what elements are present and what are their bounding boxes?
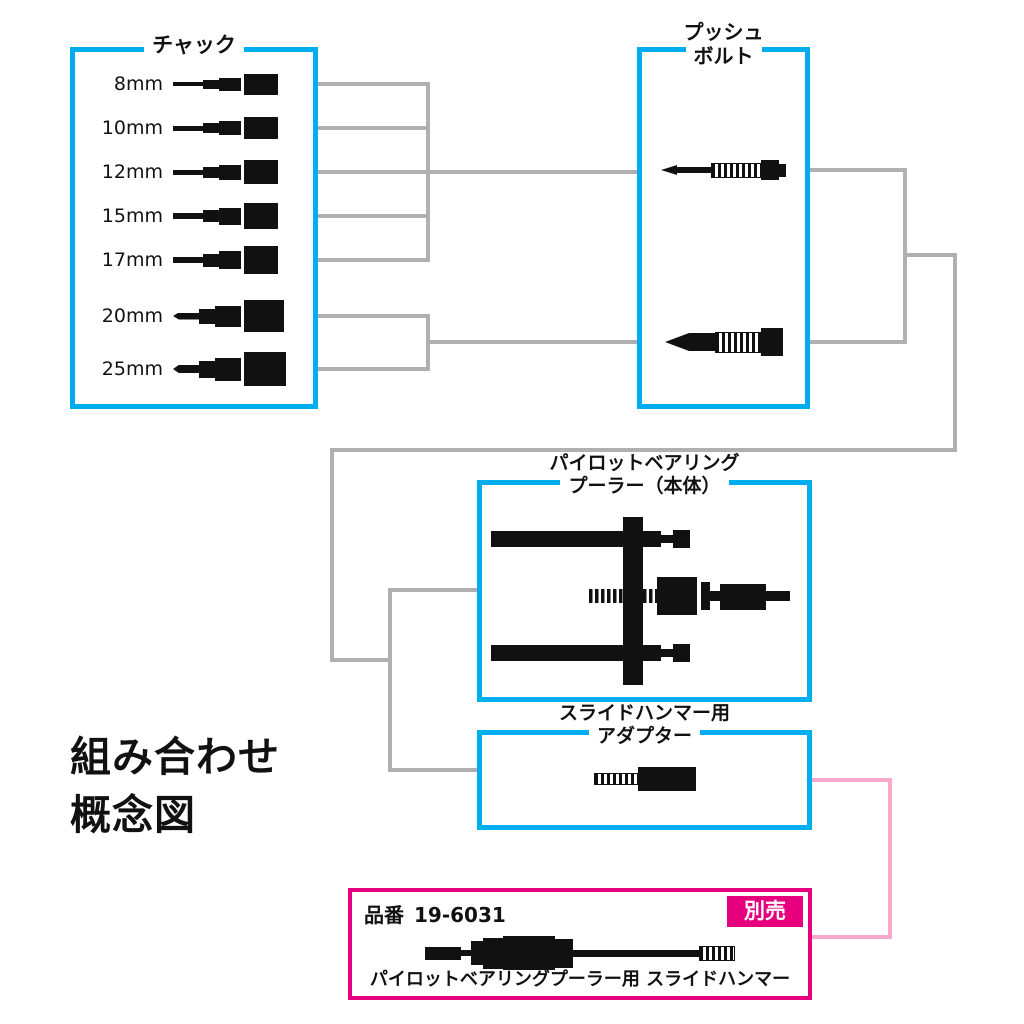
connector-line	[318, 170, 637, 174]
connector-line	[903, 253, 957, 257]
connector-line	[426, 340, 637, 344]
chuck-box: 8mm 10mm 12mm 15mm 17mm	[70, 47, 318, 409]
chuck-size-label: 12mm	[101, 161, 163, 183]
chuck-size-label: 20mm	[101, 305, 163, 327]
chuck-item: 25mm	[89, 349, 305, 389]
connector-line	[318, 214, 428, 218]
chuck-item: 8mm	[89, 66, 305, 102]
push-bolt-box-title: プッシュ ボルト	[637, 20, 810, 69]
chuck-20mm-illustration	[173, 300, 284, 332]
connector-line	[318, 82, 428, 86]
chuck-15mm-illustration	[173, 203, 278, 229]
chuck-item: 12mm	[89, 154, 305, 190]
connector-line	[330, 658, 392, 662]
chuck-size-label: 15mm	[101, 205, 163, 227]
chuck-item: 10mm	[89, 110, 305, 146]
chuck-12mm-illustration	[173, 160, 278, 184]
push-bolt-box	[637, 47, 810, 409]
connector-line	[330, 448, 957, 452]
adapter-illustration	[482, 767, 807, 791]
pink-connector-line	[888, 778, 892, 939]
part-number-label: 品番	[364, 903, 404, 927]
connector-line	[953, 253, 957, 452]
puller-box	[477, 480, 812, 702]
pink-connector-line	[812, 778, 892, 782]
chuck-box-title: チャック	[70, 33, 318, 59]
caption-line-2: 概念図	[70, 791, 196, 840]
push-bolt-large-illustration	[646, 319, 801, 365]
chuck-25mm-illustration	[173, 352, 286, 386]
connector-line	[330, 448, 334, 662]
connector-line	[388, 768, 477, 772]
chuck-item: 20mm	[89, 296, 305, 336]
connector-line	[318, 367, 428, 371]
connector-line	[426, 82, 430, 262]
connector-line	[388, 588, 477, 592]
chuck-size-label: 10mm	[101, 117, 163, 139]
sold-separately-box: 品番 19-6031 別売 パイロットベアリングプーラー用 スライドハンマー	[348, 888, 812, 1000]
puller-illustration	[491, 517, 790, 685]
puller-box-title: パイロットベアリング プーラー（本体）	[477, 452, 812, 499]
connector-line	[318, 258, 428, 262]
chuck-8mm-illustration	[173, 73, 278, 95]
connector-line	[388, 588, 392, 772]
connector-line	[318, 314, 428, 318]
sold-separately-badge: 別売	[727, 896, 803, 928]
chuck-item: 17mm	[89, 242, 305, 278]
connector-line	[318, 126, 428, 130]
connector-line	[810, 340, 907, 344]
chuck-17mm-illustration	[173, 246, 278, 274]
chuck-size-label: 17mm	[101, 249, 163, 271]
chuck-item: 15mm	[89, 198, 305, 234]
chuck-size-label: 8mm	[113, 73, 163, 95]
chuck-10mm-illustration	[173, 117, 278, 139]
product-name: パイロットベアリングプーラー用 スライドハンマー	[369, 969, 791, 990]
diagram-caption: 組み合わせ 概念図	[70, 728, 280, 844]
caption-line-1: 組み合わせ	[70, 733, 280, 781]
part-number-row: 品番 19-6031	[364, 899, 506, 928]
connector-line	[810, 168, 907, 172]
slide-hammer-illustration	[352, 936, 808, 970]
chuck-size-label: 25mm	[101, 358, 163, 380]
push-bolt-small-illustration	[646, 150, 801, 190]
pink-connector-line	[812, 935, 892, 939]
adapter-box-title: スライドハンマー用 アダプター	[477, 702, 812, 749]
part-number-value: 19-6031	[414, 903, 506, 927]
